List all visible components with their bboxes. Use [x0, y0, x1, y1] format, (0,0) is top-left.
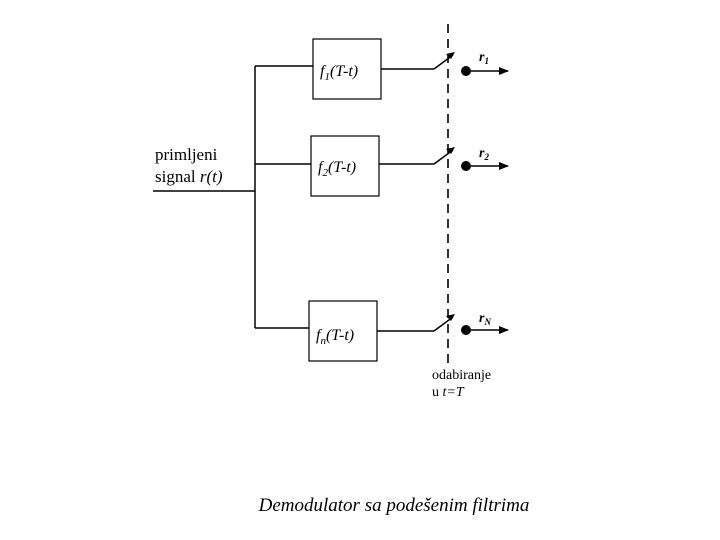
input-label-line1: primljeni [155, 145, 218, 164]
figure-caption: Demodulator sa podešenim filtrima [258, 495, 530, 516]
sampling-label-line1: odabiranje [432, 368, 491, 383]
output-label-1: r1 [479, 50, 489, 66]
sampling-switch-n [433, 314, 455, 332]
filter-block-1 [312, 38, 382, 100]
filter-block-2 [310, 135, 380, 197]
output-label-n: rN [479, 311, 491, 327]
filter-label-n: fn(T-t) [316, 327, 354, 347]
sampling-switch-1 [433, 52, 455, 70]
sampling-switch-2 [433, 147, 455, 165]
output-terminal-n [461, 325, 471, 335]
filter-label-2: f2(T-t) [318, 159, 356, 179]
sampling-label-line2: u t=T [432, 385, 465, 400]
output-terminal-2 [461, 161, 471, 171]
filter-label-1: f1(T-t) [320, 63, 358, 83]
output-label-2: r2 [479, 146, 489, 162]
output-terminal-1 [461, 66, 471, 76]
input-label-line2: signal r(t) [155, 167, 223, 186]
